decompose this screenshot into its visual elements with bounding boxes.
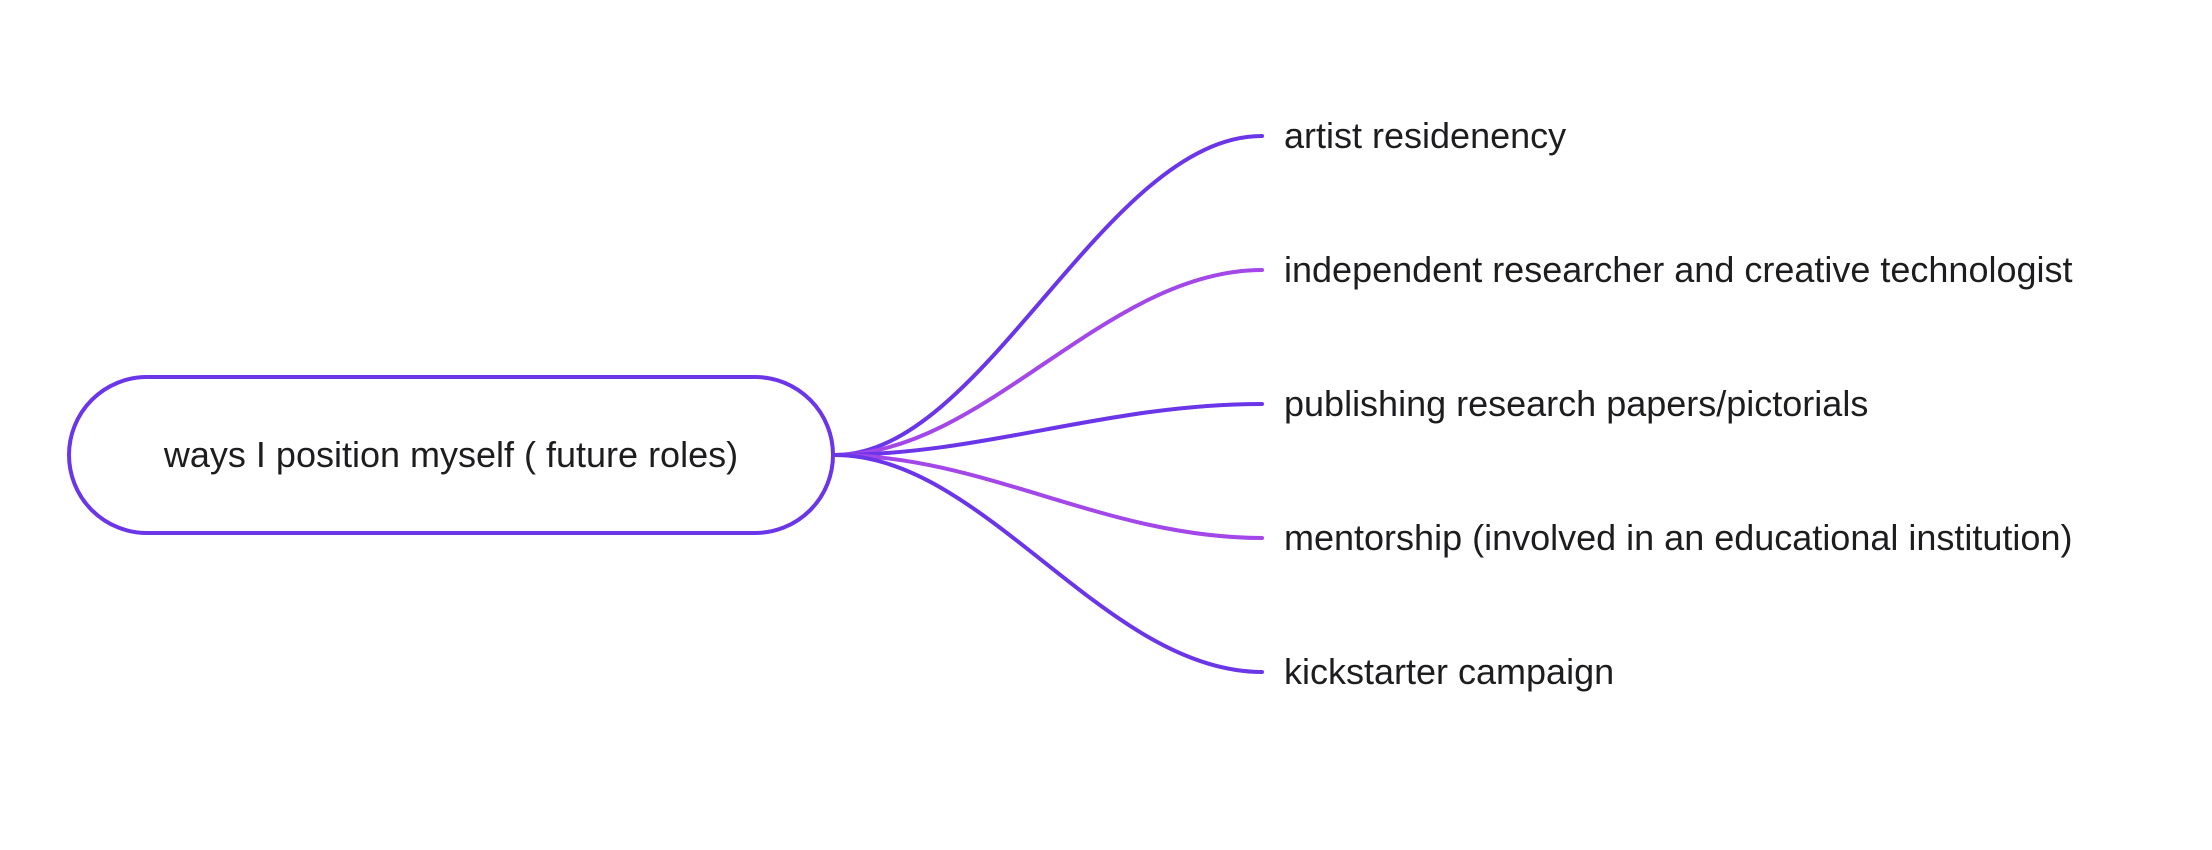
connector-kickstarter [833,453,1264,674]
branch-publishing-research[interactable]: publishing research papers/pictorials [1284,383,1869,424]
root-node[interactable]: ways I position myself ( future roles) [67,375,835,535]
branch-mentorship[interactable]: mentorship (involved in an educational i… [1284,517,2073,558]
root-node-label: ways I position myself ( future roles) [163,434,739,475]
connector-artist-residency [833,134,1264,457]
connector-publishing-research [833,402,1264,457]
branch-artist-residency[interactable]: artist residenency [1284,115,1567,156]
connector-mentorship [833,453,1264,540]
connector-independent-researcher [833,268,1264,457]
branch-kickstarter[interactable]: kickstarter campaign [1284,651,1615,692]
branch-independent-researcher[interactable]: independent researcher and creative tech… [1284,249,2073,290]
